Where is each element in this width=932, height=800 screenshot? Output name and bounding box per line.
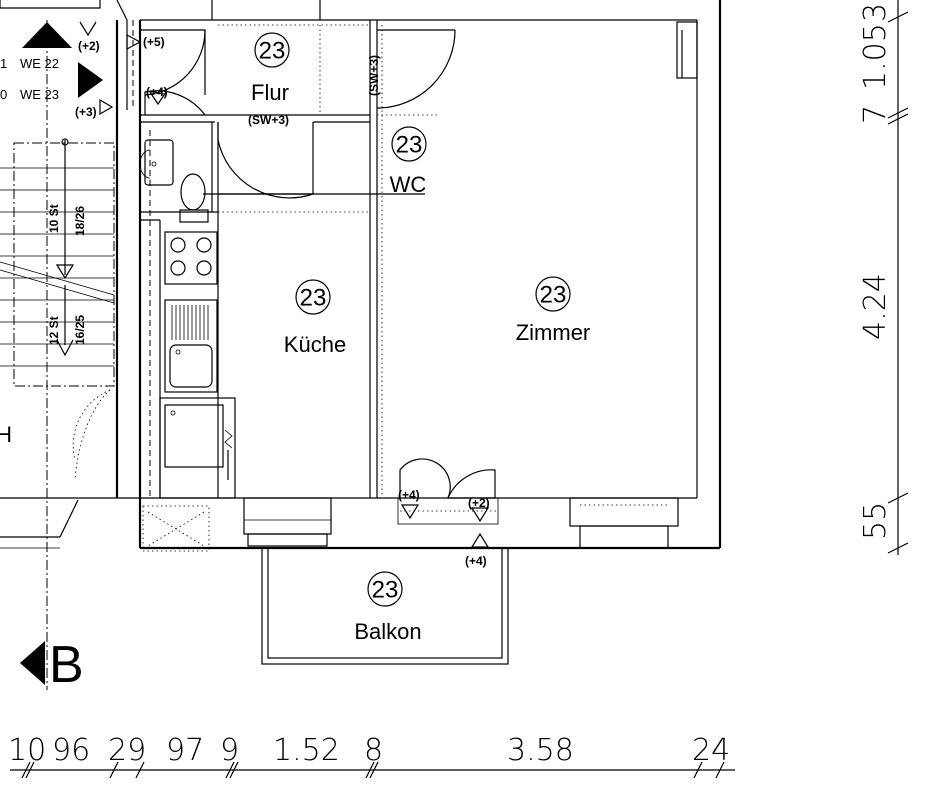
room-number: 23 (372, 577, 399, 604)
right-dimensions: 3 1.05 7 4.24 55 (858, 0, 909, 555)
dim-label: 96 (52, 733, 90, 768)
doors (140, 29, 499, 525)
flur-sublabel: (SW+3) (248, 113, 289, 127)
dim-label: 97 (166, 733, 204, 768)
room-name: Balkon (354, 619, 421, 644)
level-label: (+2) (468, 496, 490, 510)
dim-label: 10 (8, 733, 46, 768)
dim-label: 1.52 (273, 733, 340, 768)
bottom-dimensions: 10 96 29 97 9 1.52 8 3.58 24 (8, 733, 735, 779)
dim-label: 1.05 (858, 23, 893, 90)
stair-label: 12 St (47, 316, 61, 345)
windows (243, 497, 679, 549)
shaft (142, 505, 210, 552)
we-label: WE 23 (20, 87, 59, 102)
room-number: 23 (396, 132, 423, 159)
dim-label: 55 (858, 502, 893, 540)
dim-label: 8 (364, 733, 383, 768)
section-letter: B (49, 636, 84, 694)
dim-label: 3 (858, 3, 893, 22)
room-kueche: 23 Küche (284, 279, 346, 357)
level-label: (+4) (465, 554, 487, 568)
wc-fixtures (139, 139, 425, 223)
dim-label: 7 (858, 105, 893, 124)
level-label: (+5) (143, 35, 165, 49)
room-name: WC (390, 172, 427, 197)
room-number: 23 (259, 38, 286, 65)
level-label: (+4) (146, 85, 168, 99)
kitchen-fixtures (159, 231, 236, 499)
stair-label: 18/26 (73, 206, 87, 236)
h-letter: H (0, 422, 12, 447)
level-label: (+4) (398, 488, 420, 502)
staircase (0, 138, 115, 481)
room-balkon: 23 Balkon (354, 571, 422, 644)
balcony (261, 547, 509, 665)
outer-walls (0, 0, 722, 550)
room-name: Küche (284, 332, 346, 357)
room-name: Flur (251, 80, 289, 105)
interior-walls (132, 20, 698, 498)
level-markers (22, 21, 490, 548)
stair-label: 10 St (47, 204, 61, 233)
room-zimmer: 23 Zimmer (516, 276, 591, 345)
dim-label: 4.24 (858, 273, 893, 340)
we-label: 1 (0, 56, 7, 71)
room-flur: 23 Flur (SW+3) (248, 32, 290, 127)
room-number: 23 (540, 282, 567, 309)
room-name: Zimmer (516, 320, 591, 345)
room-number: 23 (300, 285, 327, 312)
we-label: 0 (0, 87, 7, 102)
annotations: (SW+3) (+5) (+4) (+3) (+2) (+4) (+2) (+4… (0, 35, 490, 568)
door-sw3-label: (SW+3) (367, 55, 381, 96)
level-label: (+3) (75, 105, 97, 119)
level-label: (+2) (78, 39, 100, 53)
dim-label: 29 (108, 733, 146, 768)
room-wc: 23 WC (390, 126, 427, 197)
stair-label: 16/25 (73, 315, 87, 345)
we-label: WE 22 (20, 56, 59, 71)
dim-label: 24 (692, 733, 730, 768)
section-marker: B (20, 636, 84, 694)
dim-label: 3.58 (507, 733, 574, 768)
dim-label: 9 (220, 733, 239, 768)
